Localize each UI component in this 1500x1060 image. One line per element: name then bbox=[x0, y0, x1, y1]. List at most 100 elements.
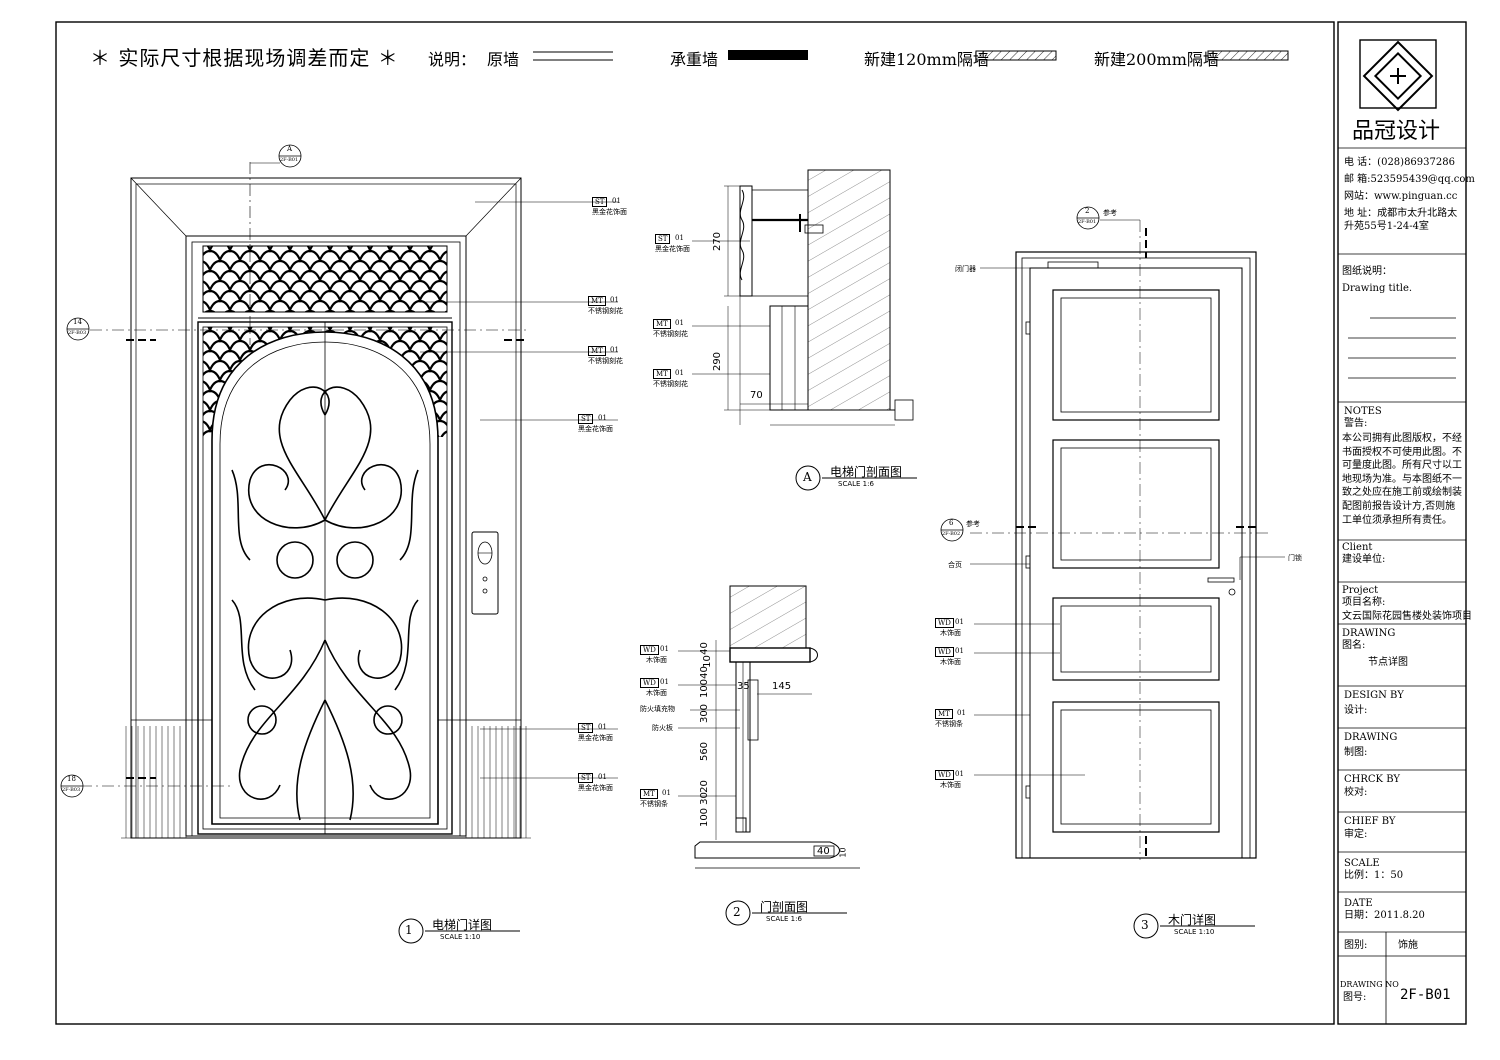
elevator-door-elevation bbox=[121, 177, 531, 839]
legend-120mm-partition: 新建120mm隔墙 bbox=[864, 50, 989, 69]
elev-tag-4-code: ST bbox=[578, 414, 594, 424]
marker-a-num: A bbox=[287, 145, 293, 153]
view-a-number: A bbox=[803, 470, 812, 484]
secA-tag-3-code: MT bbox=[653, 369, 671, 379]
marker-14-num: 14 bbox=[73, 318, 82, 326]
sec2-note-fire-fill: 防火填充物 bbox=[640, 705, 675, 713]
legend-original-wall: 原墙 bbox=[487, 50, 520, 69]
scale-value: 比例：1：50 bbox=[1344, 870, 1404, 881]
sec2-dim-10b: 10 bbox=[838, 847, 848, 858]
sec2-tag-2-desc: 木饰面 bbox=[646, 689, 667, 697]
drawing-no-label-cn: 图号: bbox=[1343, 992, 1367, 1003]
drawing-title-label-en: Drawing title. bbox=[1342, 283, 1413, 294]
marker-wood-2-ref: 2F-B01 bbox=[1078, 219, 1097, 225]
sec2-dim-40c: 40 bbox=[817, 846, 830, 857]
secA-tag-1-num: 01 bbox=[675, 234, 684, 242]
drawing-no-label-en: DRAWING NO bbox=[1340, 980, 1399, 989]
elev-tag-3-desc: 不锈钢刻花 bbox=[588, 357, 623, 365]
sec2-tag-3-desc: 不锈钢条 bbox=[640, 800, 668, 808]
secA-dim-270: 270 bbox=[712, 231, 724, 252]
sec2-dim-40a: 40 bbox=[698, 642, 710, 655]
company-phone: 电 话：(028)86937286 bbox=[1344, 157, 1455, 168]
elev-tag-4-desc: 黑金花饰面 bbox=[578, 425, 613, 433]
notes-body: 本公司拥有此图版权，不经书面授权不可使用此图。不可量度此图。所有尺寸以工地现场为… bbox=[1342, 433, 1462, 526]
secA-tag-1-code: ST bbox=[655, 234, 671, 244]
chief-label-cn: 审定: bbox=[1344, 829, 1368, 840]
marker-wood-2-num: 2 bbox=[1085, 207, 1090, 215]
sec2-tag-1-code: WD bbox=[640, 645, 659, 655]
secA-tag-1-desc: 黑金花饰面 bbox=[655, 245, 690, 253]
marker-18-num: 18 bbox=[67, 775, 76, 783]
design-label-cn: 设计: bbox=[1344, 705, 1368, 716]
elev-tag-6-code: ST bbox=[578, 773, 594, 783]
site-dimension-notice: ＊ 实际尺寸根据现场调差而定 ＊ bbox=[90, 46, 399, 70]
wood-tag-3-num: 01 bbox=[957, 709, 966, 717]
view-3-number: 3 bbox=[1141, 918, 1149, 932]
sec2-tag-2-code: WD bbox=[640, 678, 659, 688]
drawing-name: 节点详图 bbox=[1368, 657, 1408, 668]
wood-tag-1-num: 01 bbox=[955, 618, 964, 626]
sec2-dim-40b: 40 bbox=[698, 666, 710, 679]
company-website: 网站：www.pinguan.cc bbox=[1344, 191, 1458, 202]
marker-a-ref: 2F-B01 bbox=[280, 157, 299, 163]
elev-tag-5-code: ST bbox=[578, 723, 594, 733]
sec2-tag-3-num: 01 bbox=[662, 789, 671, 797]
wood-note-hinge: 合页 bbox=[948, 561, 962, 569]
view-2-scale: SCALE 1:6 bbox=[766, 915, 802, 923]
section-2-drawing bbox=[678, 585, 860, 869]
elev-tag-6-desc: 黑金花饰面 bbox=[578, 784, 613, 792]
sec2-dim-20: 20 bbox=[698, 780, 710, 793]
drawing-label-en: DRAWING bbox=[1342, 628, 1396, 639]
type-value: 饰施 bbox=[1398, 940, 1418, 951]
notes-heading: NOTES bbox=[1344, 406, 1382, 417]
wood-tag-3-code: MT bbox=[935, 709, 953, 719]
elev-tag-5-desc: 黑金花饰面 bbox=[578, 734, 613, 742]
company-name: 品冠设计 bbox=[1352, 119, 1441, 144]
logo-mark bbox=[1359, 39, 1437, 112]
marker-18-ref: 2F-B03 bbox=[62, 787, 81, 793]
view-a-title: 电梯门剖面图 bbox=[830, 465, 903, 479]
sec2-tag-2-num: 01 bbox=[660, 678, 669, 686]
view-1-scale: SCALE 1:10 bbox=[440, 933, 481, 941]
wood-tag-4-desc: 木饰面 bbox=[940, 781, 961, 789]
view-2-title: 门剖面图 bbox=[760, 900, 809, 914]
drawing-label-cn: 图名: bbox=[1342, 640, 1366, 651]
wood-note-closer: 闭门器 bbox=[955, 265, 976, 273]
wood-tag-2-code: WD bbox=[935, 647, 954, 657]
elev-tag-5-num: 01 bbox=[598, 723, 607, 731]
elev-tag-6-num: 01 bbox=[598, 773, 607, 781]
drawing-title-label-cn: 图纸说明： bbox=[1342, 266, 1392, 277]
secA-tag-3-desc: 不锈钢刻花 bbox=[653, 380, 688, 388]
design-label-en: DESIGN BY bbox=[1344, 690, 1404, 701]
wood-note-lock: 门锁 bbox=[1288, 554, 1302, 562]
view-3-title: 木门详图 bbox=[1168, 913, 1217, 927]
sec2-dim-560: 560 bbox=[699, 741, 711, 762]
secA-tag-2-desc: 不锈钢刻花 bbox=[653, 330, 688, 338]
sec2-tag-1-num: 01 bbox=[660, 645, 669, 653]
sec2-dim-100b: 100 bbox=[699, 807, 711, 828]
elevator-callout-lines bbox=[80, 162, 618, 787]
elev-tag-1-num: 01 bbox=[612, 197, 621, 205]
marker-wood-6-ref: 2F-B02 bbox=[942, 531, 961, 537]
elev-tag-3-code: MT bbox=[588, 346, 606, 356]
section-a-drawing bbox=[692, 169, 914, 426]
marker-wood-6-num: 6 bbox=[949, 519, 954, 527]
elev-tag-4-num: 01 bbox=[598, 414, 607, 422]
company-address: 地 址：成都市太升北路太升苑55号1-24-4室 bbox=[1344, 208, 1458, 232]
company-email: 邮 箱:523595439@qq.com bbox=[1344, 174, 1475, 185]
drawn-label-cn: 制图: bbox=[1344, 747, 1368, 758]
notes-warning: 警告: bbox=[1344, 418, 1368, 429]
date-label-en: DATE bbox=[1344, 898, 1373, 909]
title-block-frame bbox=[1337, 21, 1467, 1025]
secA-dim-70: 70 bbox=[750, 390, 763, 401]
sec2-dim-35: 35 bbox=[737, 681, 750, 692]
sec2-dim-300: 300 bbox=[699, 703, 711, 724]
elev-tag-3-num: 01 bbox=[610, 346, 619, 354]
elev-tag-1-code: ST bbox=[592, 197, 608, 207]
sec2-note-fire-board: 防火板 bbox=[652, 724, 673, 732]
view-2-number: 2 bbox=[733, 905, 741, 919]
wood-tag-1-code: WD bbox=[935, 618, 954, 628]
check-label-en: CHRCK BY bbox=[1344, 774, 1400, 785]
client-label-en: Client bbox=[1342, 542, 1373, 553]
wood-tag-1-desc: 木饰面 bbox=[940, 629, 961, 637]
